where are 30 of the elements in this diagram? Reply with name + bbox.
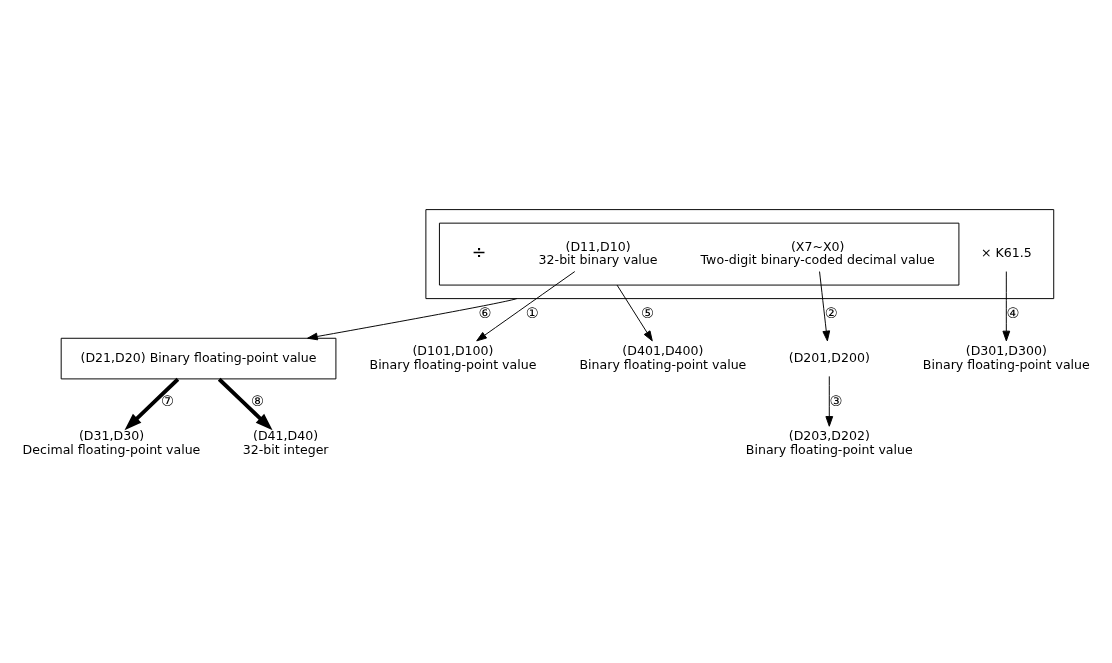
cluster — [438, 222, 960, 286]
node-text: (D401,D400) Binary floating-point value — [579, 343, 747, 372]
edge-label: ⑧ — [251, 392, 265, 409]
edge-label: ② — [824, 304, 838, 321]
node-text: (D101,D100) Binary floating-point value — [369, 343, 537, 372]
node-text: (D203,D202) Binary floating-point value — [745, 428, 913, 457]
edge-label: ③ — [829, 392, 843, 409]
arrow — [616, 284, 653, 342]
arrow — [307, 298, 518, 341]
node-text: (D11,D10) 32-bit binary value — [538, 238, 658, 268]
node-text: (D301,D300) Binary floating-point value — [922, 343, 1090, 372]
node-text: (X7~X0) Two-digit binary-coded decimal value — [700, 238, 935, 268]
edge-label: ⑤ — [640, 304, 654, 321]
node-text: (D31,D30) Decimal floating-point value — [22, 428, 201, 457]
arrow — [124, 377, 180, 431]
arrow — [1002, 271, 1011, 342]
arrow — [819, 271, 831, 342]
cluster — [425, 209, 1055, 300]
node-text: (D41,D40) 32-bit integer — [242, 428, 329, 457]
edge-label: ① — [525, 304, 539, 321]
arrow — [217, 377, 273, 431]
arrow — [476, 271, 576, 342]
label: ÷ — [471, 242, 487, 263]
node-text: (D201,D200) — [788, 349, 870, 365]
edge-label: ⑦ — [161, 392, 175, 409]
edge-label: ⑥ — [478, 304, 492, 321]
node-box: (D21,D20) Binary floating-point value — [60, 337, 337, 380]
node-text: × K61.5 — [980, 245, 1032, 261]
arrow — [825, 375, 834, 427]
edge-label: ④ — [1006, 304, 1020, 321]
